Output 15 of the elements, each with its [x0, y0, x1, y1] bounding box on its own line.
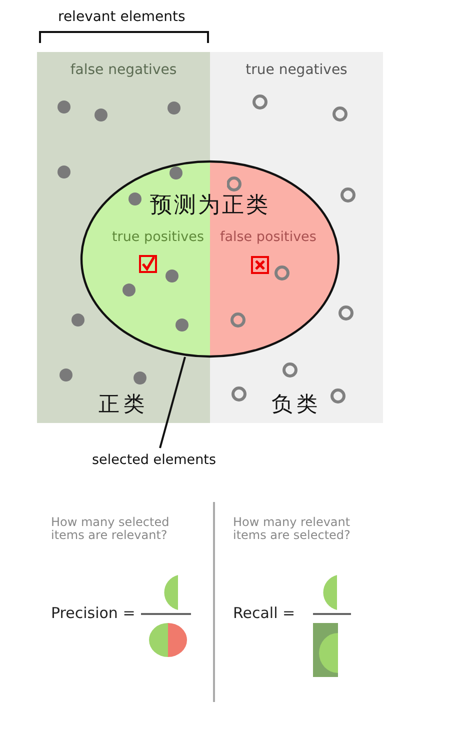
region-heading: true positives — [112, 229, 204, 245]
selection-ellipse — [80, 160, 340, 358]
region-heading: false negatives — [69, 62, 178, 78]
bracket-label: relevant elements — [58, 10, 186, 26]
class-label: 正类 — [98, 391, 150, 418]
formula-label: Precision = — [51, 605, 136, 622]
question-text: How many relevant items are selected? — [233, 516, 352, 542]
formula-label: Recall = — [233, 605, 296, 622]
region-heading: true negatives — [244, 62, 348, 78]
question-text: How many selected items are relevant? — [51, 516, 170, 542]
ellipse-title: 预测为正类 — [149, 192, 271, 220]
callout-text: selected elements — [84, 452, 224, 468]
leader-line — [159, 356, 186, 448]
region-heading: false positives — [220, 229, 316, 245]
class-label: 负类 — [270, 391, 322, 418]
